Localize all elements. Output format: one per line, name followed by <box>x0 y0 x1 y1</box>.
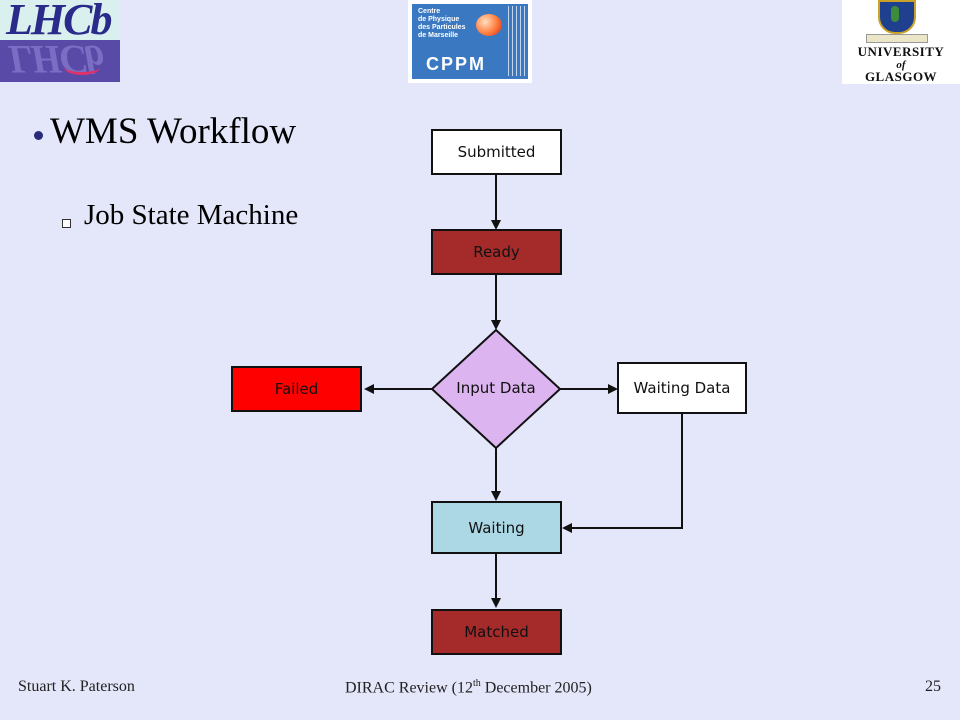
cppm-logo-word: CPPM <box>426 54 487 74</box>
node-input-data-shape <box>430 328 562 450</box>
footer-event: DIRAC Review (12th December 2005) <box>345 678 592 697</box>
subtitle-bullet <box>62 219 71 228</box>
glasgow-logo-line2: of <box>896 59 906 71</box>
lhcb-logo-text: LHCb <box>6 0 112 44</box>
glasgow-logo-line3: GLASGOW <box>864 69 938 84</box>
title-bullet <box>34 131 43 140</box>
lhcb-logo: LHCb LHCb <box>0 0 120 82</box>
node-waiting: Waiting <box>431 501 562 554</box>
slide-title: WMS Workflow <box>50 111 297 152</box>
edge-waiting-data-waiting <box>562 414 683 533</box>
page-number: 25 <box>925 678 941 695</box>
node-ready: Ready <box>431 229 562 275</box>
node-waiting-data: Waiting Data <box>617 362 747 414</box>
node-failed: Failed <box>231 366 362 412</box>
glasgow-logo-line1: UNIVERSITY <box>857 44 945 59</box>
glasgow-logo: UNIVERSITY of GLASGOW <box>842 0 960 84</box>
node-matched: Matched <box>431 609 562 655</box>
slide-subtitle: Job State Machine <box>84 199 299 231</box>
node-input-data-label: Input Data <box>456 379 536 397</box>
cppm-sphere-icon <box>476 14 502 36</box>
footer-author: Stuart K. Paterson <box>18 678 135 695</box>
node-submitted: Submitted <box>431 129 562 175</box>
cppm-logo-text: Centre de Physique des Particules de Mar… <box>418 8 466 39</box>
cppm-logo: Centre de Physique des Particules de Mar… <box>408 0 532 83</box>
